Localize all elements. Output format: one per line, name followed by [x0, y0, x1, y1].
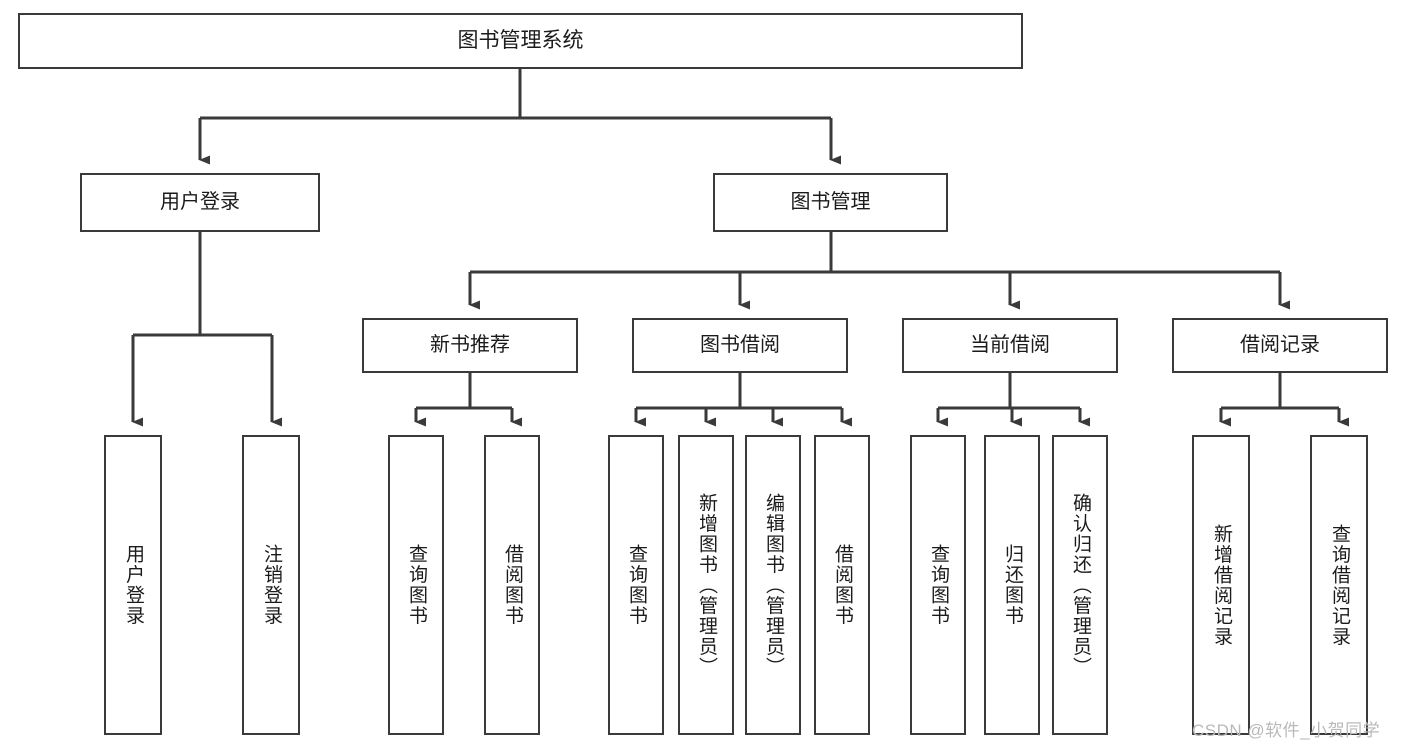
- node-new-book-recommend-label: 新书推荐: [430, 333, 510, 356]
- node-leaf-query-book-3-label: 查询图书: [927, 544, 949, 626]
- node-book-borrow[interactable]: 图书借阅: [632, 318, 848, 373]
- node-current-borrow-label: 当前借阅: [970, 333, 1050, 356]
- node-leaf-return-book-label: 归还图书: [1001, 544, 1023, 626]
- node-book-manage[interactable]: 图书管理: [713, 173, 948, 232]
- node-leaf-query-book-2-label: 查询图书: [625, 544, 647, 626]
- node-leaf-borrow-book-1[interactable]: 借阅图书: [484, 435, 540, 735]
- node-leaf-add-record-label: 新增借阅记录: [1210, 523, 1232, 647]
- node-leaf-add-book-label: 新增图书（管理员）: [695, 492, 717, 678]
- node-leaf-logout-label: 注销登录: [260, 544, 282, 626]
- node-borrow-record-label: 借阅记录: [1240, 333, 1320, 356]
- node-leaf-borrow-book-2-label: 借阅图书: [831, 544, 853, 626]
- node-leaf-return-book[interactable]: 归还图书: [984, 435, 1040, 735]
- node-leaf-borrow-book-1-label: 借阅图书: [501, 544, 523, 626]
- node-leaf-logout[interactable]: 注销登录: [242, 435, 300, 735]
- node-current-borrow[interactable]: 当前借阅: [902, 318, 1118, 373]
- node-leaf-edit-book-label: 编辑图书（管理员）: [762, 492, 784, 678]
- node-leaf-query-record-label: 查询借阅记录: [1328, 523, 1350, 647]
- node-book-borrow-label: 图书借阅: [700, 333, 780, 356]
- node-leaf-query-book-3[interactable]: 查询图书: [910, 435, 966, 735]
- node-leaf-query-record[interactable]: 查询借阅记录: [1310, 435, 1368, 735]
- node-leaf-add-record[interactable]: 新增借阅记录: [1192, 435, 1250, 735]
- node-leaf-borrow-book-2[interactable]: 借阅图书: [814, 435, 870, 735]
- node-leaf-query-book-1[interactable]: 查询图书: [388, 435, 444, 735]
- node-borrow-record[interactable]: 借阅记录: [1172, 318, 1388, 373]
- node-leaf-query-book-2[interactable]: 查询图书: [608, 435, 664, 735]
- node-leaf-user-login-label: 用户登录: [122, 544, 144, 626]
- node-leaf-edit-book[interactable]: 编辑图书（管理员）: [745, 435, 801, 735]
- node-leaf-query-book-1-label: 查询图书: [405, 544, 427, 626]
- node-book-manage-label: 图书管理: [790, 190, 871, 213]
- node-user-login-label: 用户登录: [160, 190, 240, 213]
- node-user-login[interactable]: 用户登录: [80, 173, 320, 232]
- node-leaf-add-book[interactable]: 新增图书（管理员）: [678, 435, 734, 735]
- node-root[interactable]: 图书管理系统: [18, 13, 1023, 69]
- node-leaf-confirm-return-label: 确认归还（管理员）: [1069, 492, 1091, 678]
- node-leaf-user-login[interactable]: 用户登录: [104, 435, 162, 735]
- node-leaf-confirm-return[interactable]: 确认归还（管理员）: [1052, 435, 1108, 735]
- node-new-book-recommend[interactable]: 新书推荐: [362, 318, 578, 373]
- node-root-label: 图书管理系统: [457, 28, 584, 52]
